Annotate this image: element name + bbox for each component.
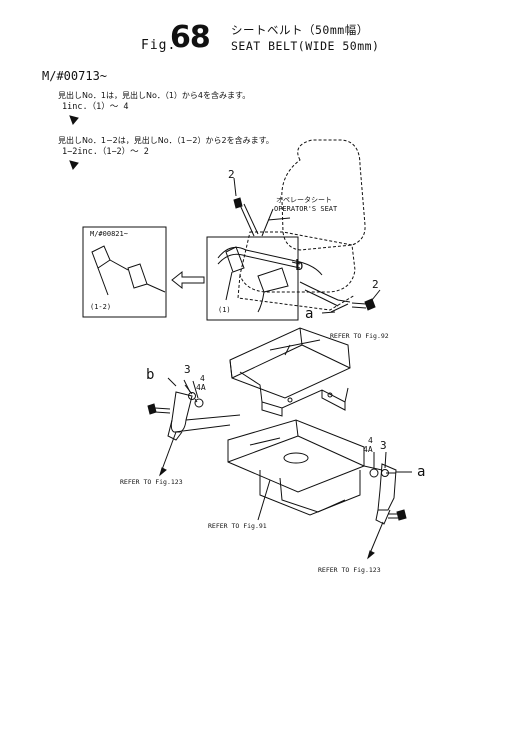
callout-num-4a-left: 4A xyxy=(196,383,206,392)
bolt-right xyxy=(351,298,376,311)
callout-seat-japanese: オペレータシート xyxy=(276,195,332,204)
bolt-left-lower xyxy=(147,403,171,415)
callout-seat-english: OPERATOR'S SEAT xyxy=(274,205,338,213)
figure-prefix: Fig. xyxy=(141,38,177,53)
inset-left-serial: M/#00821~ xyxy=(90,230,128,238)
nut-washer-left xyxy=(184,384,204,408)
serial-number: M/#00713~ xyxy=(42,69,108,83)
refer-fig-123-left: REFER TO Fig.123 xyxy=(120,478,183,486)
pointer-marker-2 xyxy=(69,160,79,170)
callout-num-4a-right: 4A xyxy=(363,445,373,454)
note-2-japanese: 見出しNo．1−2は，見出しNo．（1−2）から2を含みます。 xyxy=(58,136,274,145)
refer-fig-92: REFER TO Fig.92 xyxy=(330,332,389,340)
bolt-right-lower xyxy=(388,509,407,521)
note-1-japanese: 見出しNo．1は，見出しNo．（1）から4を含みます。 xyxy=(58,91,251,100)
note-2-english: 1−2inc.（1−2）～ 2 xyxy=(62,147,149,157)
inset-center-part-label: (1) xyxy=(218,306,231,314)
upper-bracket xyxy=(229,327,351,417)
callout-num-4-right: 4 xyxy=(368,436,373,445)
callout-num-4-left: 4 xyxy=(200,374,205,383)
bolt-top xyxy=(233,197,259,237)
nut-washer-right xyxy=(369,468,396,478)
seat-belt xyxy=(217,246,351,313)
hollow-arrow-left xyxy=(171,270,205,290)
callout-bolt-top: 2 xyxy=(228,168,235,181)
refer-fig-123-right: REFER TO Fig.123 xyxy=(318,566,381,574)
left-bracket xyxy=(167,391,241,441)
callout-num-3-right: 3 xyxy=(380,439,387,452)
inset-box-center xyxy=(206,236,299,321)
title-english: SEAT BELT(WIDE 50mm) xyxy=(231,39,380,53)
callout-num-3-left: 3 xyxy=(184,363,191,376)
callout-bolt-right: 2 xyxy=(372,278,379,291)
figure-number: 68 xyxy=(170,20,211,55)
operator-seat xyxy=(237,139,366,311)
inset-box-left xyxy=(82,226,167,318)
belt-buckle-left xyxy=(91,245,166,296)
callout-letter-a-upper: a xyxy=(305,306,313,322)
note-1-english: 1inc.（1）～ 4 xyxy=(62,102,129,112)
base-plate xyxy=(227,419,365,516)
pointer-marker-1 xyxy=(69,115,79,125)
callout-letter-b-lower: b xyxy=(146,367,154,383)
right-bracket xyxy=(363,463,397,525)
title-japanese: シートベルト（50mm幅） xyxy=(231,23,369,37)
callout-letter-a-lower: a xyxy=(417,464,425,480)
callout-letter-b-upper: b xyxy=(295,258,303,274)
refer-fig-91: REFER TO Fig.91 xyxy=(208,522,267,530)
inset-left-part-label: (1-2) xyxy=(90,303,111,311)
